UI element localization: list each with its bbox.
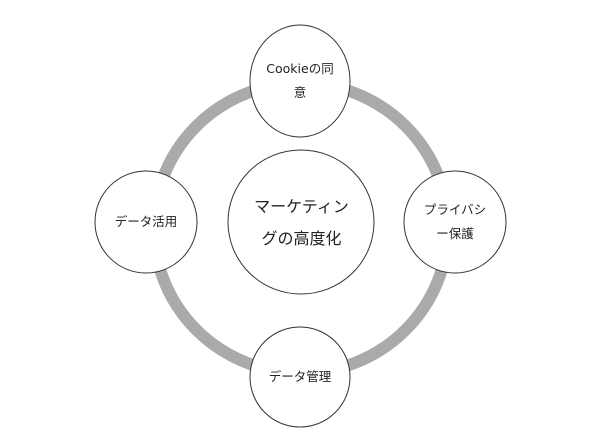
center-circle	[227, 149, 375, 295]
node-circle-bottom	[249, 326, 351, 428]
node-label-data-utilization: データ活用	[114, 214, 178, 229]
center-label: マーケティングの高度化	[254, 196, 349, 248]
node-circle-top	[249, 24, 351, 138]
node-label-data-management: データ管理	[268, 369, 332, 384]
node-label-privacy: プライバシー保護	[423, 202, 487, 241]
node-label-cookie-consent: Cookieの同意	[266, 61, 334, 100]
node-circle-right	[403, 170, 507, 274]
node-circle-left	[94, 170, 198, 274]
